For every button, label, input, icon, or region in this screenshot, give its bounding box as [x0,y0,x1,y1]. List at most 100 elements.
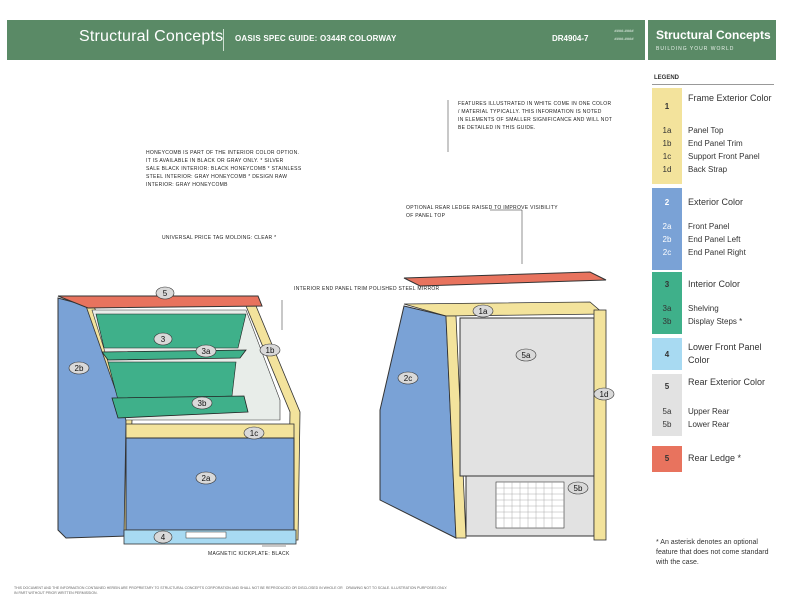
meta-line: ####-#### [614,28,634,33]
legend-label: Exterior Color [688,197,744,207]
legend-sublabel: Back Strap [688,165,728,174]
callout-1b: 1b [259,343,281,357]
legend-sublabel: Panel Top [688,126,724,135]
front-panel [125,437,295,531]
frame-side [445,315,467,539]
legend-label: Frame Exterior Color [688,93,772,103]
annotation-kickplate: MAGNETIC KICKPLATE: BLACK [208,551,290,557]
legend-code: 2c [662,248,672,257]
rear-case [379,271,607,541]
annotation-price-tag: UNIVERSAL PRICE TAG MOLDING: CLEAR * [162,235,276,241]
legend-sublabel: Upper Rear [688,407,730,416]
legend-code: 1d [662,165,672,174]
upper-rear-panel [459,317,595,477]
legend-footnote: * An asterisk denotes an optional featur… [656,539,769,566]
svg-text:3b: 3b [198,399,207,408]
legend-title: LEGEND [654,75,680,81]
brand-logo: Structural Concepts [656,28,771,42]
legend-code: 2 [664,198,670,207]
legend-sublabel: Lower Rear [688,420,730,429]
svg-text:1c: 1c [250,429,258,438]
svg-text:1b: 1b [266,346,275,355]
legend-code: 4 [664,350,670,359]
legend-code: 2a [662,222,672,231]
legend-code: 2b [662,235,672,244]
svg-text:1a: 1a [479,307,488,316]
rear-ledge [403,271,607,287]
divider [223,29,224,51]
title-band: Structural Concepts OASIS SPEC GUIDE: O3… [7,20,645,60]
svg-text:5a: 5a [522,351,531,360]
doc-meta: ####-#### ####-#### [607,27,641,43]
legend-label: Interior Color [688,279,741,289]
brand-wordmark: Structural Concepts [79,28,224,45]
callout-3a: 3a [195,344,217,358]
legend-sublabel: End Panel Right [688,248,746,257]
svg-text:2b: 2b [75,364,84,373]
callout-2a: 2a [195,471,217,485]
legend-swatch [652,88,682,184]
callout-5a: 5a [515,348,537,362]
annotation-honeycomb: HONEYCOMB IS PART OF THE INTERIOR COLOR … [146,150,302,188]
back-strap [593,309,607,541]
guide-title: OASIS SPEC GUIDE: O344R COLORWAY [235,34,397,43]
legend-sublabel: Support Front Panel [688,152,760,161]
legend-sublabel: End Panel Trim [688,139,743,148]
legend-code: 5a [662,407,672,416]
legend-sublabel: End Panel Left [688,235,741,244]
meta-line: ####-#### [614,36,634,41]
brand-block: Structural Concepts BUILDING YOUR WORLD [648,20,776,60]
legend-code: 1b [662,139,672,148]
callout-2c: 2c [397,371,419,385]
legend-code: 3 [664,280,670,289]
callout-3b: 3b [191,396,213,410]
callout-2b: 2b [68,361,90,375]
legend-code: 5b [662,420,672,429]
end-panel-right [379,305,457,539]
leader-lines [262,100,523,547]
callout-5b: 5b [567,481,589,495]
legend-swatch [652,446,682,472]
kickplate-grille [185,531,227,539]
rear-vent [495,481,565,529]
legend-sublabel: Display Steps * [688,317,743,326]
svg-text:2a: 2a [202,474,211,483]
callout-5: 5 [155,286,175,300]
svg-text:5: 5 [163,289,168,298]
legend-code: 1a [662,126,672,135]
footer: THIS DOCUMENT AND THE INFORMATION CONTAI… [14,586,774,606]
header: Structural Concepts OASIS SPEC GUIDE: O3… [0,0,792,73]
callout-1c: 1c [243,426,265,440]
svg-text:3a: 3a [202,347,211,356]
legend-swatch [652,374,682,436]
legend-code: 5 [664,454,670,463]
legend-label: Rear Ledge * [688,453,742,463]
legend-sublabel: Shelving [688,304,719,313]
legend-swatch [652,338,682,370]
front-case [57,295,301,545]
legend-swatch [652,272,682,334]
svg-text:5b: 5b [574,484,583,493]
legend-swatch [652,188,682,270]
footer-legal: THIS DOCUMENT AND THE INFORMATION CONTAI… [14,586,343,595]
support-front-panel [125,423,295,439]
callout-1d: 1d [593,387,615,401]
legend-code: 1c [662,152,672,161]
svg-text:2c: 2c [404,374,412,383]
legend-code: 5 [664,382,670,391]
svg-text:1d: 1d [600,390,609,399]
legend-label: Rear Exterior Color [688,377,766,387]
legend-panel: LEGEND 1 Frame Exterior Color 1a Panel T… [650,72,776,582]
legend-code: 3b [662,317,672,326]
svg-text:3: 3 [161,335,166,344]
legend-code: 1 [664,102,670,111]
doc-number: DR4904-7 [552,34,589,43]
honeycomb-upper [95,313,247,349]
annotation-white-features: FEATURES ILLUSTRATED IN WHITE COME IN ON… [458,101,612,131]
footer-note: DRAWING NOT TO SCALE. ILLUSTRATION PURPO… [346,586,448,590]
display-step [111,395,249,419]
callout-3: 3 [153,332,173,346]
brand-tagline: BUILDING YOUR WORLD [656,46,735,52]
legend-divider [652,84,774,85]
callout-4: 4 [153,530,173,544]
